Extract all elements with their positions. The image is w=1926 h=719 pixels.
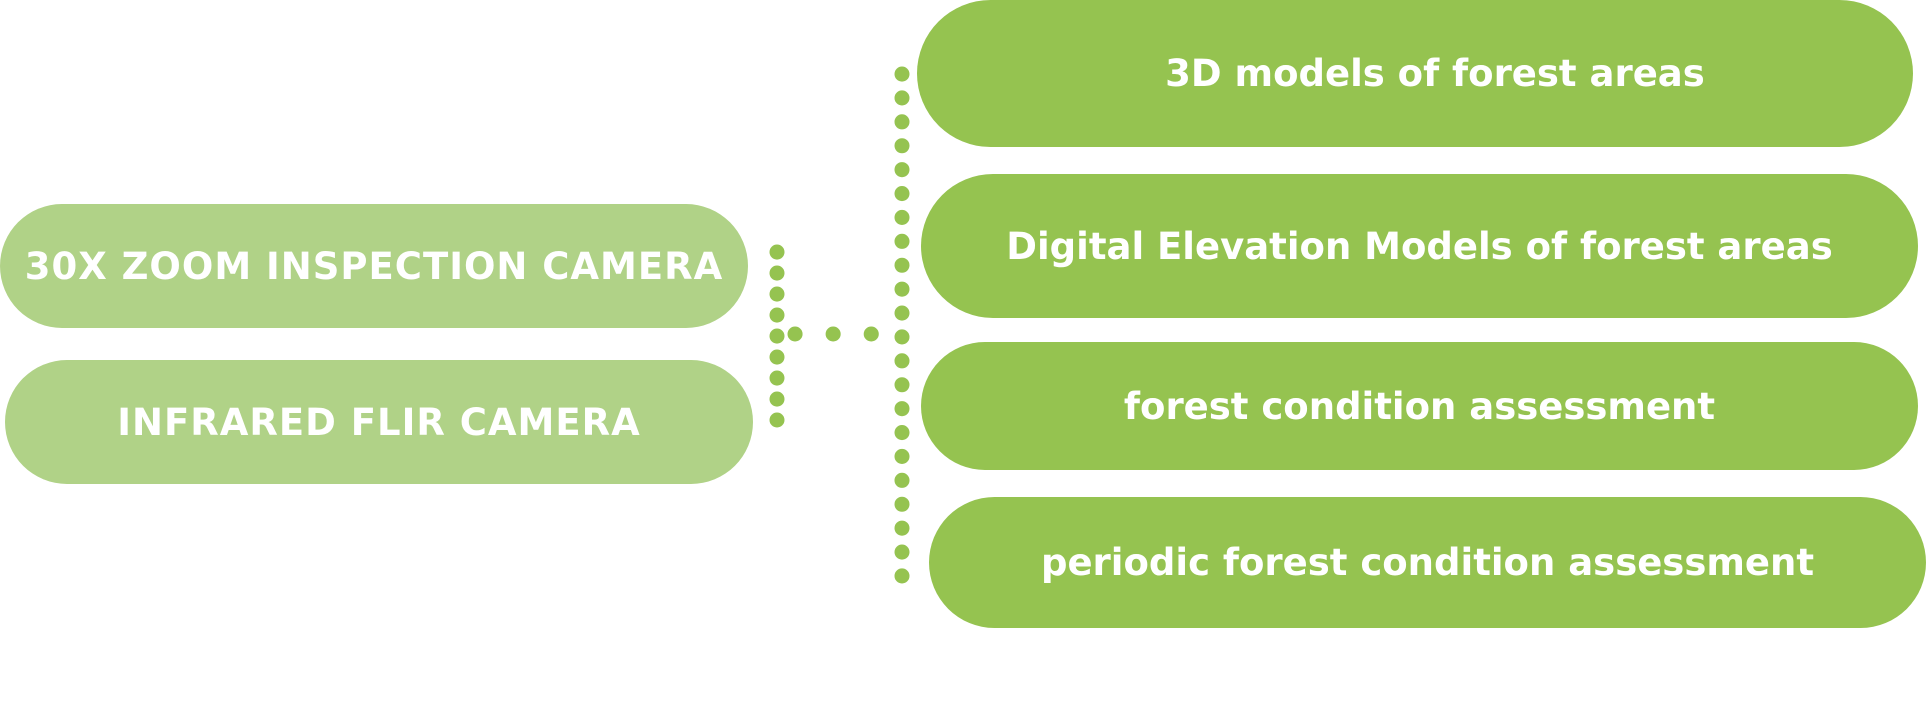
input-label-zoom-camera: 30X ZOOM INSPECTION CAMERA <box>24 244 724 288</box>
output-label-3d-models: 3D models of forest areas <box>1165 52 1705 95</box>
output-pill-periodic-assessment: periodic forest condition assessment <box>929 497 1926 628</box>
output-pill-3d-models: 3D models of forest areas <box>917 0 1913 147</box>
output-pill-dem: Digital Elevation Models of forest areas <box>921 174 1918 318</box>
input-pill-flir-camera: INFRARED FLIR CAMERA <box>5 360 753 484</box>
input-pill-zoom-camera: 30X ZOOM INSPECTION CAMERA <box>0 204 748 328</box>
input-label-flir-camera: INFRARED FLIR CAMERA <box>117 400 641 444</box>
output-label-dem: Digital Elevation Models of forest areas <box>1006 224 1833 268</box>
output-label-periodic-assessment: periodic forest condition assessment <box>1040 541 1815 584</box>
output-label-condition-assessment: forest condition assessment <box>1123 384 1716 428</box>
output-pill-condition-assessment: forest condition assessment <box>921 342 1918 470</box>
